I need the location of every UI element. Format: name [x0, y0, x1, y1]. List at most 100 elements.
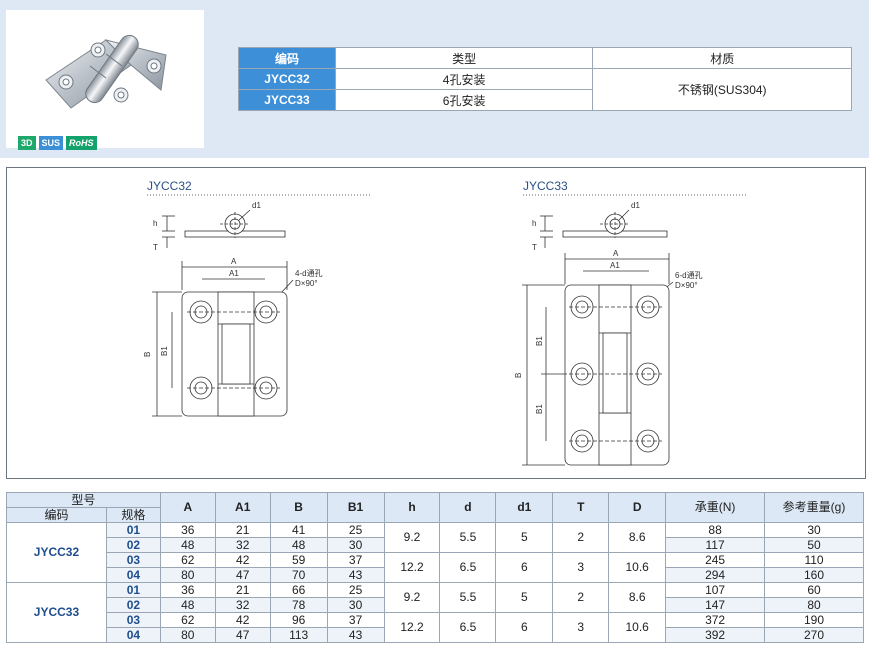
- cell-b: 66: [269, 582, 328, 598]
- table-row: 03 62 42 96 37 12.2 6.5 6 3 10.6 372 190: [7, 612, 864, 643]
- cell-a: 48: [159, 597, 216, 613]
- cell-a: 80: [159, 567, 216, 583]
- row-spec: 02: [105, 597, 161, 613]
- cell-b1: 43: [326, 567, 385, 583]
- cell-b1: 25: [326, 522, 385, 538]
- label-t-right: T: [532, 243, 537, 252]
- cell-t: 2: [552, 582, 610, 613]
- col-header-a1: A1: [214, 492, 271, 523]
- cell-b: 113: [269, 627, 328, 643]
- spec-header-material: 材质: [592, 47, 852, 69]
- cell-load: 107: [665, 582, 766, 598]
- cell-b1: 37: [326, 612, 385, 628]
- col-header-a: A: [159, 492, 216, 523]
- spec-type-jycc32: 4孔安装: [334, 68, 594, 90]
- label-b-left: B: [143, 352, 152, 357]
- cell-d: 6.5: [439, 552, 497, 583]
- cell-d1: 5: [495, 582, 554, 613]
- cell-weight: 50: [764, 537, 864, 553]
- cell-b1: 37: [326, 552, 385, 568]
- cell-a1: 42: [214, 552, 271, 568]
- col-header-d1: d1: [495, 492, 554, 523]
- cell-weight: 160: [764, 567, 864, 583]
- label-b-right: B: [514, 373, 523, 378]
- cell-a: 36: [159, 582, 216, 598]
- product-photo: 3D SUS RoHS: [6, 10, 204, 150]
- cell-load: 117: [665, 537, 766, 553]
- cell-b: 78: [269, 597, 328, 613]
- cell-a: 62: [159, 612, 216, 628]
- badge-3d: 3D: [18, 136, 36, 150]
- col-header-h: h: [383, 492, 441, 523]
- label-h-left: h: [153, 219, 157, 228]
- cell-d-large: 10.6: [608, 552, 667, 583]
- cell-d: 5.5: [439, 582, 497, 613]
- table-row: JYCC33 01 36 21 66 25 9.2 5.5 5 2 8.6 10…: [6, 582, 864, 643]
- cell-a1: 47: [214, 567, 271, 583]
- label-d1-right: d1: [631, 201, 640, 210]
- col-header-d-large: D: [608, 492, 667, 523]
- cell-load: 88: [665, 522, 766, 538]
- label-h-right: h: [532, 219, 536, 228]
- col-header-weight: 参考重量(g): [764, 492, 864, 523]
- header-band: 3D SUS RoHS 编码 类型 材质 JYCC32 4孔安装 不锈钢(SUS…: [0, 0, 869, 158]
- cell-d: 5.5: [439, 522, 497, 553]
- row-spec: 04: [105, 627, 161, 643]
- label-a-right: A: [613, 249, 619, 258]
- cell-h: 12.2: [383, 612, 441, 643]
- jycc32-side-view: d1 h T: [153, 201, 286, 252]
- label-a1-right: A1: [610, 261, 620, 270]
- cell-a1: 32: [214, 597, 271, 613]
- cell-load: 372: [665, 612, 766, 628]
- countersink-left: D×90°: [295, 279, 318, 288]
- col-header-load: 承重(N): [665, 492, 766, 523]
- cell-t: 2: [552, 522, 610, 553]
- jycc32-front-view: A A1 4-d通孔 D×90°: [143, 257, 323, 417]
- hole-note-right: 6-d通孔: [675, 270, 703, 280]
- cell-h: 9.2: [383, 582, 441, 613]
- cell-d1: 6: [495, 552, 554, 583]
- badge-rohs: RoHS: [66, 136, 97, 150]
- cell-weight: 80: [764, 597, 864, 613]
- col-header-b: B: [269, 492, 328, 523]
- spec-material: 不锈钢(SUS304): [592, 68, 852, 111]
- technical-drawing-panel: JYCC32 JYCC33 d1 h T A: [6, 167, 866, 479]
- label-d1-left: d1: [252, 201, 261, 210]
- jycc33-front-view: A A1 6-d通孔 D×90°: [514, 249, 703, 466]
- cell-a1: 32: [214, 537, 271, 553]
- hinge-photo-illustration: [45, 34, 167, 109]
- col-header-model: 型号: [6, 492, 161, 508]
- cell-a: 62: [159, 552, 216, 568]
- dimension-table: 型号 A A1 B B1 h d d1 T D 承重(N) 参考重量(g) 编码…: [6, 492, 864, 643]
- cell-d1: 5: [495, 522, 554, 553]
- cell-d1: 6: [495, 612, 554, 643]
- label-b1-right-upper: B1: [535, 336, 544, 346]
- table-row: 03 62 42 59 37 12.2 6.5 6 3 10.6 245 110: [7, 552, 864, 583]
- table-row: 04 80 47 113 43 392 270: [7, 627, 864, 643]
- spec-type-jycc33: 6孔安装: [334, 89, 594, 111]
- cell-d: 6.5: [439, 612, 497, 643]
- cell-b: 48: [269, 537, 328, 553]
- spec-header-type: 类型: [334, 47, 594, 69]
- spec-table: 编码 类型 材质 JYCC32 4孔安装 不锈钢(SUS304) JYCC33 …: [238, 47, 852, 111]
- table-row: 02 48 32 78 30 147 80: [7, 597, 864, 613]
- table-row: 02 48 32 48 30 117 50: [7, 537, 864, 553]
- cell-a: 48: [159, 537, 216, 553]
- cell-h: 12.2: [383, 552, 441, 583]
- cell-d-large: 8.6: [608, 522, 667, 553]
- table-row: JYCC32 01 36 21 41 25 9.2 5.5 5 2 8.6 88…: [6, 522, 864, 583]
- label-b1-right-lower: B1: [535, 404, 544, 414]
- cell-t: 3: [552, 552, 610, 583]
- badge-sus: SUS: [38, 136, 64, 150]
- cell-a1: 42: [214, 612, 271, 628]
- label-t-left: T: [153, 243, 158, 252]
- row-spec: 02: [105, 537, 161, 553]
- row-spec: 03: [105, 552, 161, 568]
- cell-weight: 60: [764, 582, 864, 598]
- cell-b: 70: [269, 567, 328, 583]
- cell-load: 245: [665, 552, 766, 568]
- hinge-drawings: d1 h T A A1 4-d通孔 D×90°: [143, 194, 747, 466]
- cell-d-large: 8.6: [608, 582, 667, 613]
- jycc33-side-view: d1 h T: [532, 201, 668, 252]
- cell-a: 80: [159, 627, 216, 643]
